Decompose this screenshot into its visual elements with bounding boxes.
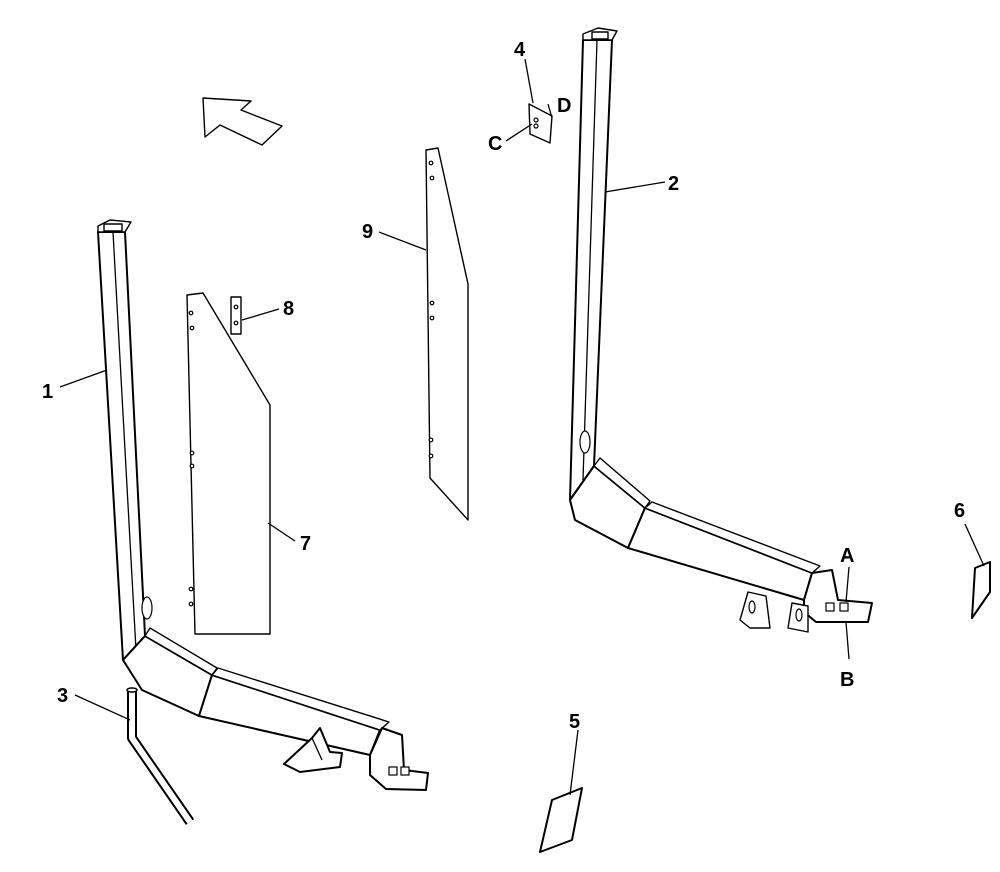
callout-7: 7 <box>300 533 311 555</box>
part-wedge-plate <box>539 787 583 853</box>
part-left-panel <box>186 292 271 635</box>
callout-5: 5 <box>569 711 580 733</box>
part-right-frame-post <box>569 27 873 633</box>
direction-arrow-icon <box>202 97 283 146</box>
part-bent-rod <box>126 687 195 825</box>
part-end-plate <box>971 561 991 619</box>
detail-label-b: B <box>840 669 854 691</box>
leader-lines <box>59 58 985 796</box>
part-left-frame-post <box>97 219 429 791</box>
callout-6: 6 <box>954 500 965 522</box>
callout-8: 8 <box>283 298 294 320</box>
part-center-panel <box>425 147 469 521</box>
detail-label-d: D <box>557 95 571 117</box>
callout-9: 9 <box>362 221 373 243</box>
callout-2: 2 <box>668 173 679 195</box>
detail-label-a: A <box>840 545 854 567</box>
detail-label-c: C <box>488 133 502 155</box>
callout-3: 3 <box>57 685 68 707</box>
part-connector-plate <box>230 296 242 335</box>
callout-4: 4 <box>514 39 526 61</box>
part-small-plate <box>528 103 553 144</box>
callout-1: 1 <box>42 381 53 403</box>
